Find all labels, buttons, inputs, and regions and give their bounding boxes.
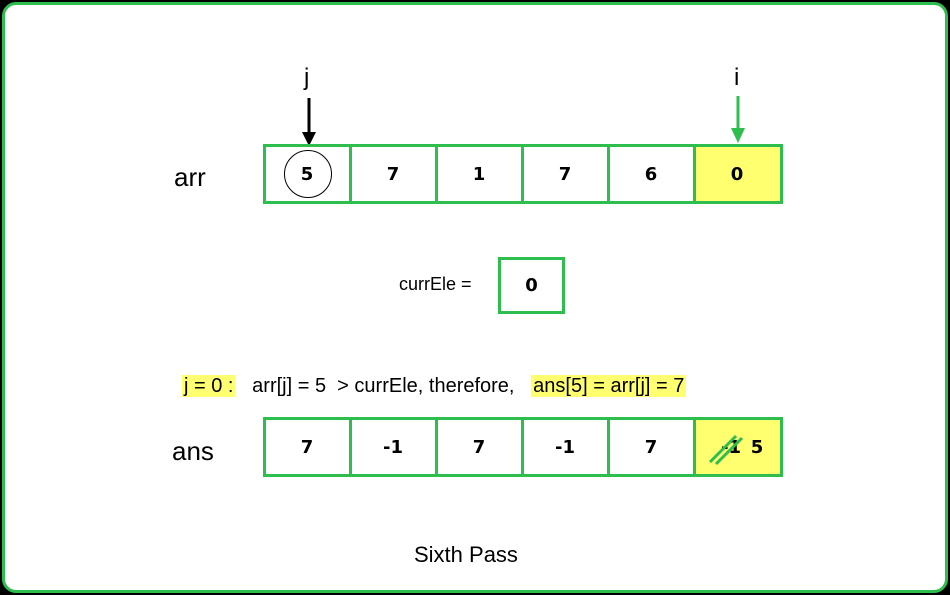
ans-row-cell-0: 7 — [300, 436, 314, 458]
ans-row-divider-3 — [521, 417, 524, 477]
statement-middle: arr[j] = 5 > currEle, therefore, — [252, 375, 515, 397]
arr-row-divider-3 — [521, 144, 524, 204]
pointer-j-circle — [284, 150, 332, 198]
ans-row-divider-2 — [435, 417, 438, 477]
ans-cell-5-new-value: 5 — [750, 436, 764, 458]
ans-label: ans — [172, 436, 214, 466]
strike-through-icon — [708, 434, 744, 466]
ans-row-cell-2: 7 — [472, 436, 486, 458]
arr-row-cell-5: 0 — [730, 163, 744, 185]
arr-label: arr — [174, 162, 206, 192]
arr-row-divider-4 — [607, 144, 610, 204]
pointer-i-label: i — [734, 64, 740, 91]
statement-result: ans[5] = arr[j] = 7 — [531, 375, 687, 397]
arr-row-divider-1 — [349, 144, 352, 204]
ans-row-cell-4: 7 — [644, 436, 658, 458]
arr-row-highlight — [693, 144, 782, 204]
caption: Sixth Pass — [414, 542, 518, 567]
arr-row-cell-2: 1 — [472, 163, 486, 185]
curr-element-box — [498, 257, 565, 314]
statement-condition: j = 0 : — [182, 375, 236, 397]
ans-row-divider-1 — [349, 417, 352, 477]
pointer-j-label: j — [304, 64, 310, 91]
arr-row-divider-2 — [435, 144, 438, 204]
ans-row-divider-4 — [607, 417, 610, 477]
curr-element-value: 0 — [525, 275, 538, 296]
arr-row-cell-3: 7 — [558, 163, 572, 185]
curr-element-label: currEle = — [399, 274, 472, 294]
statement-line: j = 0 : arr[j] = 5 > currEle, therefore,… — [182, 352, 687, 398]
ans-row-highlight — [693, 417, 782, 477]
ans-row-cell-3: -1 — [555, 436, 575, 458]
arr-row-cell-4: 6 — [644, 163, 658, 185]
arr-row-cell-1: 7 — [386, 163, 400, 185]
ans-row-cell-1: -1 — [383, 436, 403, 458]
arr-row-divider-5 — [693, 144, 696, 204]
ans-row-divider-5 — [693, 417, 696, 477]
